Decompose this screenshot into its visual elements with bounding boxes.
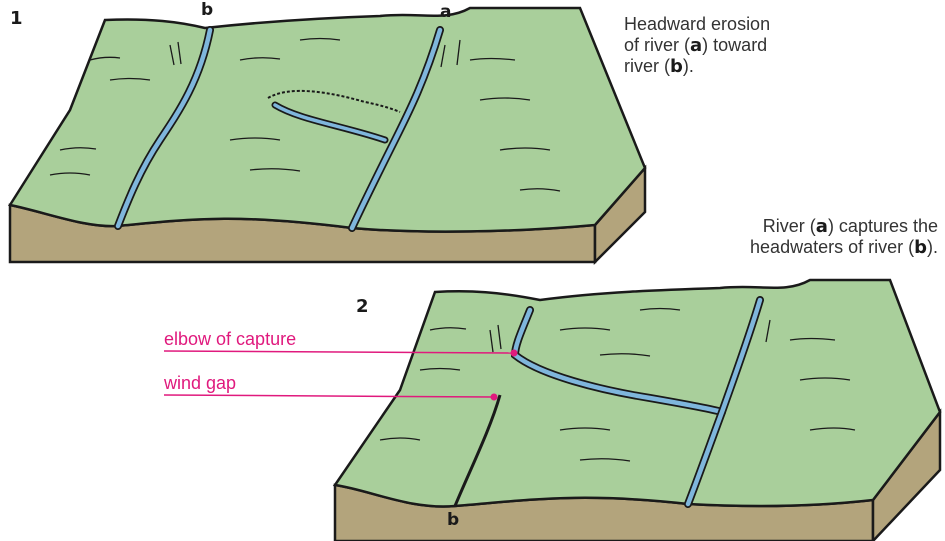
caption-2-line-2: headwaters of river (b). — [750, 237, 938, 258]
caption-1-line-3: river (b). — [624, 56, 770, 77]
diagram-1-number: 1 — [10, 8, 23, 29]
river-a-label: a — [440, 2, 451, 22]
diagram-2-caption: River (a) captures the headwaters of riv… — [750, 216, 938, 258]
river-b-label: b — [201, 0, 213, 20]
diagram-1-block — [10, 8, 645, 262]
caption-1-line-2: of river (a) toward — [624, 35, 770, 56]
caption-1-line-1: Headward erosion — [624, 14, 770, 35]
diagram-2-number: 2 — [356, 296, 369, 317]
diagram-2-block — [164, 280, 940, 541]
elbow-of-capture-label: elbow of capture — [164, 329, 296, 350]
diagram-1-caption: Headward erosion of river (a) toward riv… — [624, 14, 770, 77]
river-b-label-2: b — [447, 510, 459, 530]
diagram-1-land-surface — [10, 8, 645, 232]
wind-gap-label: wind gap — [164, 373, 236, 394]
caption-2-line-1: River (a) captures the — [750, 216, 938, 237]
